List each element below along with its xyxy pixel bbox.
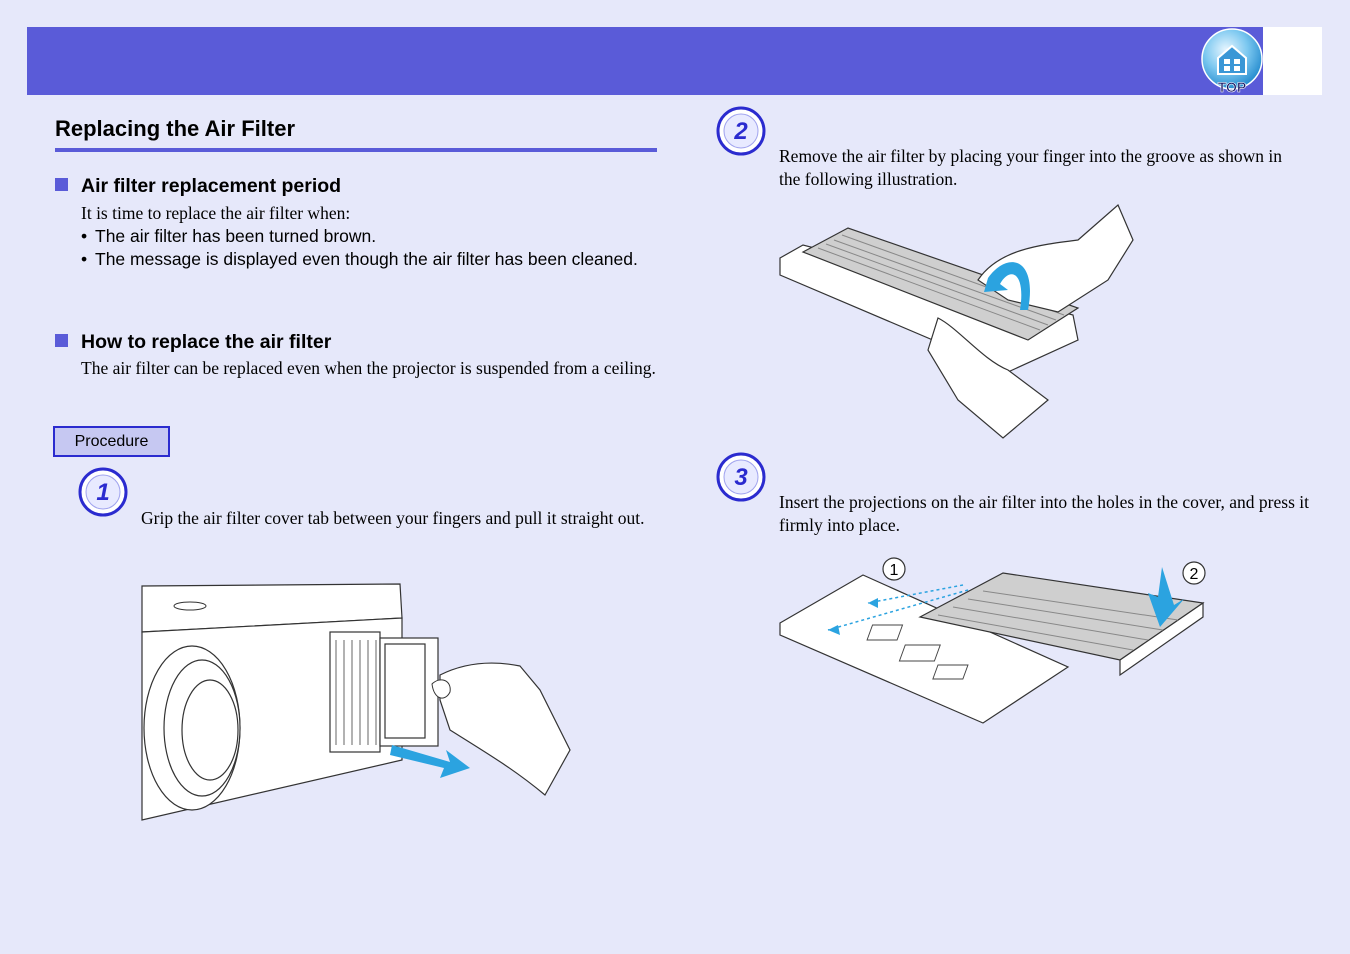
svg-text:3: 3 [734, 464, 748, 491]
step-3-number: 3 [716, 452, 766, 502]
svg-text:1: 1 [96, 479, 109, 506]
list-item: •The air filter has been turned brown. [81, 226, 377, 246]
title-divider [55, 148, 657, 152]
projector-filter-cover-illustration [141, 583, 571, 821]
how-to-text: The air filter can be replaced even when… [81, 358, 656, 378]
period-heading-label: Air filter replacement period [81, 175, 342, 197]
step-1-text: Grip the air filter cover tab between yo… [141, 508, 645, 528]
insert-filter-illustration: 1 2 [779, 557, 1206, 724]
home-icon: TOP [1201, 28, 1263, 95]
top-button-label: TOP [1218, 79, 1247, 94]
step-3-text: Insert the projections on the air filter… [779, 492, 1309, 535]
svg-text:2: 2 [733, 118, 748, 145]
step-1-number: 1 [78, 467, 128, 517]
square-bullet-icon [55, 334, 68, 347]
square-bullet-icon [55, 178, 68, 191]
section-title: Replacing the Air Filter [55, 116, 296, 141]
period-list: •The air filter has been turned brown. •… [81, 225, 641, 270]
period-heading: Air filter replacement period [55, 175, 341, 198]
header-bar [27, 27, 1263, 95]
callout-2: 2 [1190, 566, 1199, 583]
step-2-text: Remove the air filter by placing your fi… [779, 146, 1282, 189]
list-item: •The message is displayed even though th… [81, 248, 638, 269]
how-to-heading-label: How to replace the air filter [81, 331, 332, 353]
period-intro: It is time to replace the air filter whe… [81, 203, 351, 223]
remove-filter-illustration [779, 204, 1134, 439]
callout-1: 1 [890, 562, 899, 579]
page-number-tab [1263, 27, 1322, 95]
step-2-number: 2 [716, 106, 766, 156]
top-button[interactable]: TOP [1200, 28, 1264, 95]
procedure-label: Procedure [53, 426, 170, 457]
how-to-heading: How to replace the air filter [55, 331, 331, 354]
